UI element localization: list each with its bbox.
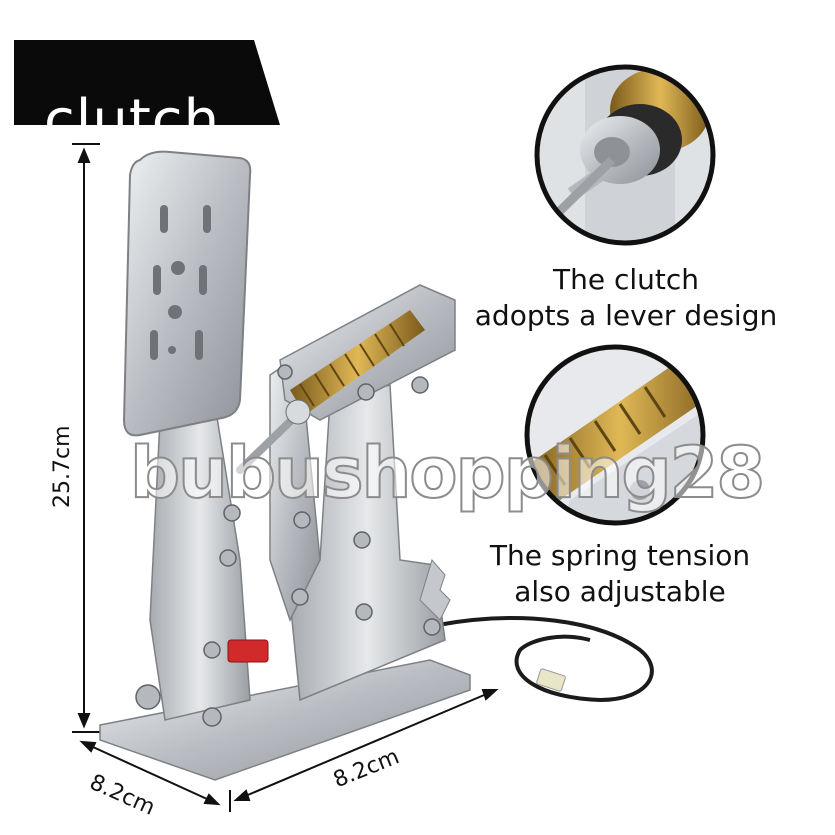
cable [437,616,654,703]
serrated-adjuster [419,558,451,621]
watermark: bubushopping28 [129,431,766,515]
detail-circle-lever [534,64,716,246]
height-label: 25.7cm [50,425,75,508]
push-rod [236,408,304,474]
caption-lever-design: The clutch adopts a lever design [466,262,786,334]
caption-spring-line1: The spring tension [489,539,751,572]
banner-shape [14,40,280,125]
width-dimension-line [233,689,499,801]
rj-connector [536,668,566,692]
pedal-plate [122,150,252,437]
red-stopper [227,639,269,663]
caption-spring-tension: The spring tension also adjustable [470,538,770,610]
caption-lever-line2: adopts a lever design [474,299,778,332]
base-plate [99,659,471,781]
spring [290,310,425,415]
bolts [135,364,441,727]
title-text: clutch [44,88,221,153]
detail-circle-spring [524,344,706,526]
depth-dimension-line [79,740,231,812]
pedal-slots [150,205,211,360]
caption-lever-line1: The clutch [552,263,699,296]
caption-spring-line2: also adjustable [514,575,726,608]
height-dimension-line [72,143,100,733]
title-banner: clutch [14,40,280,153]
